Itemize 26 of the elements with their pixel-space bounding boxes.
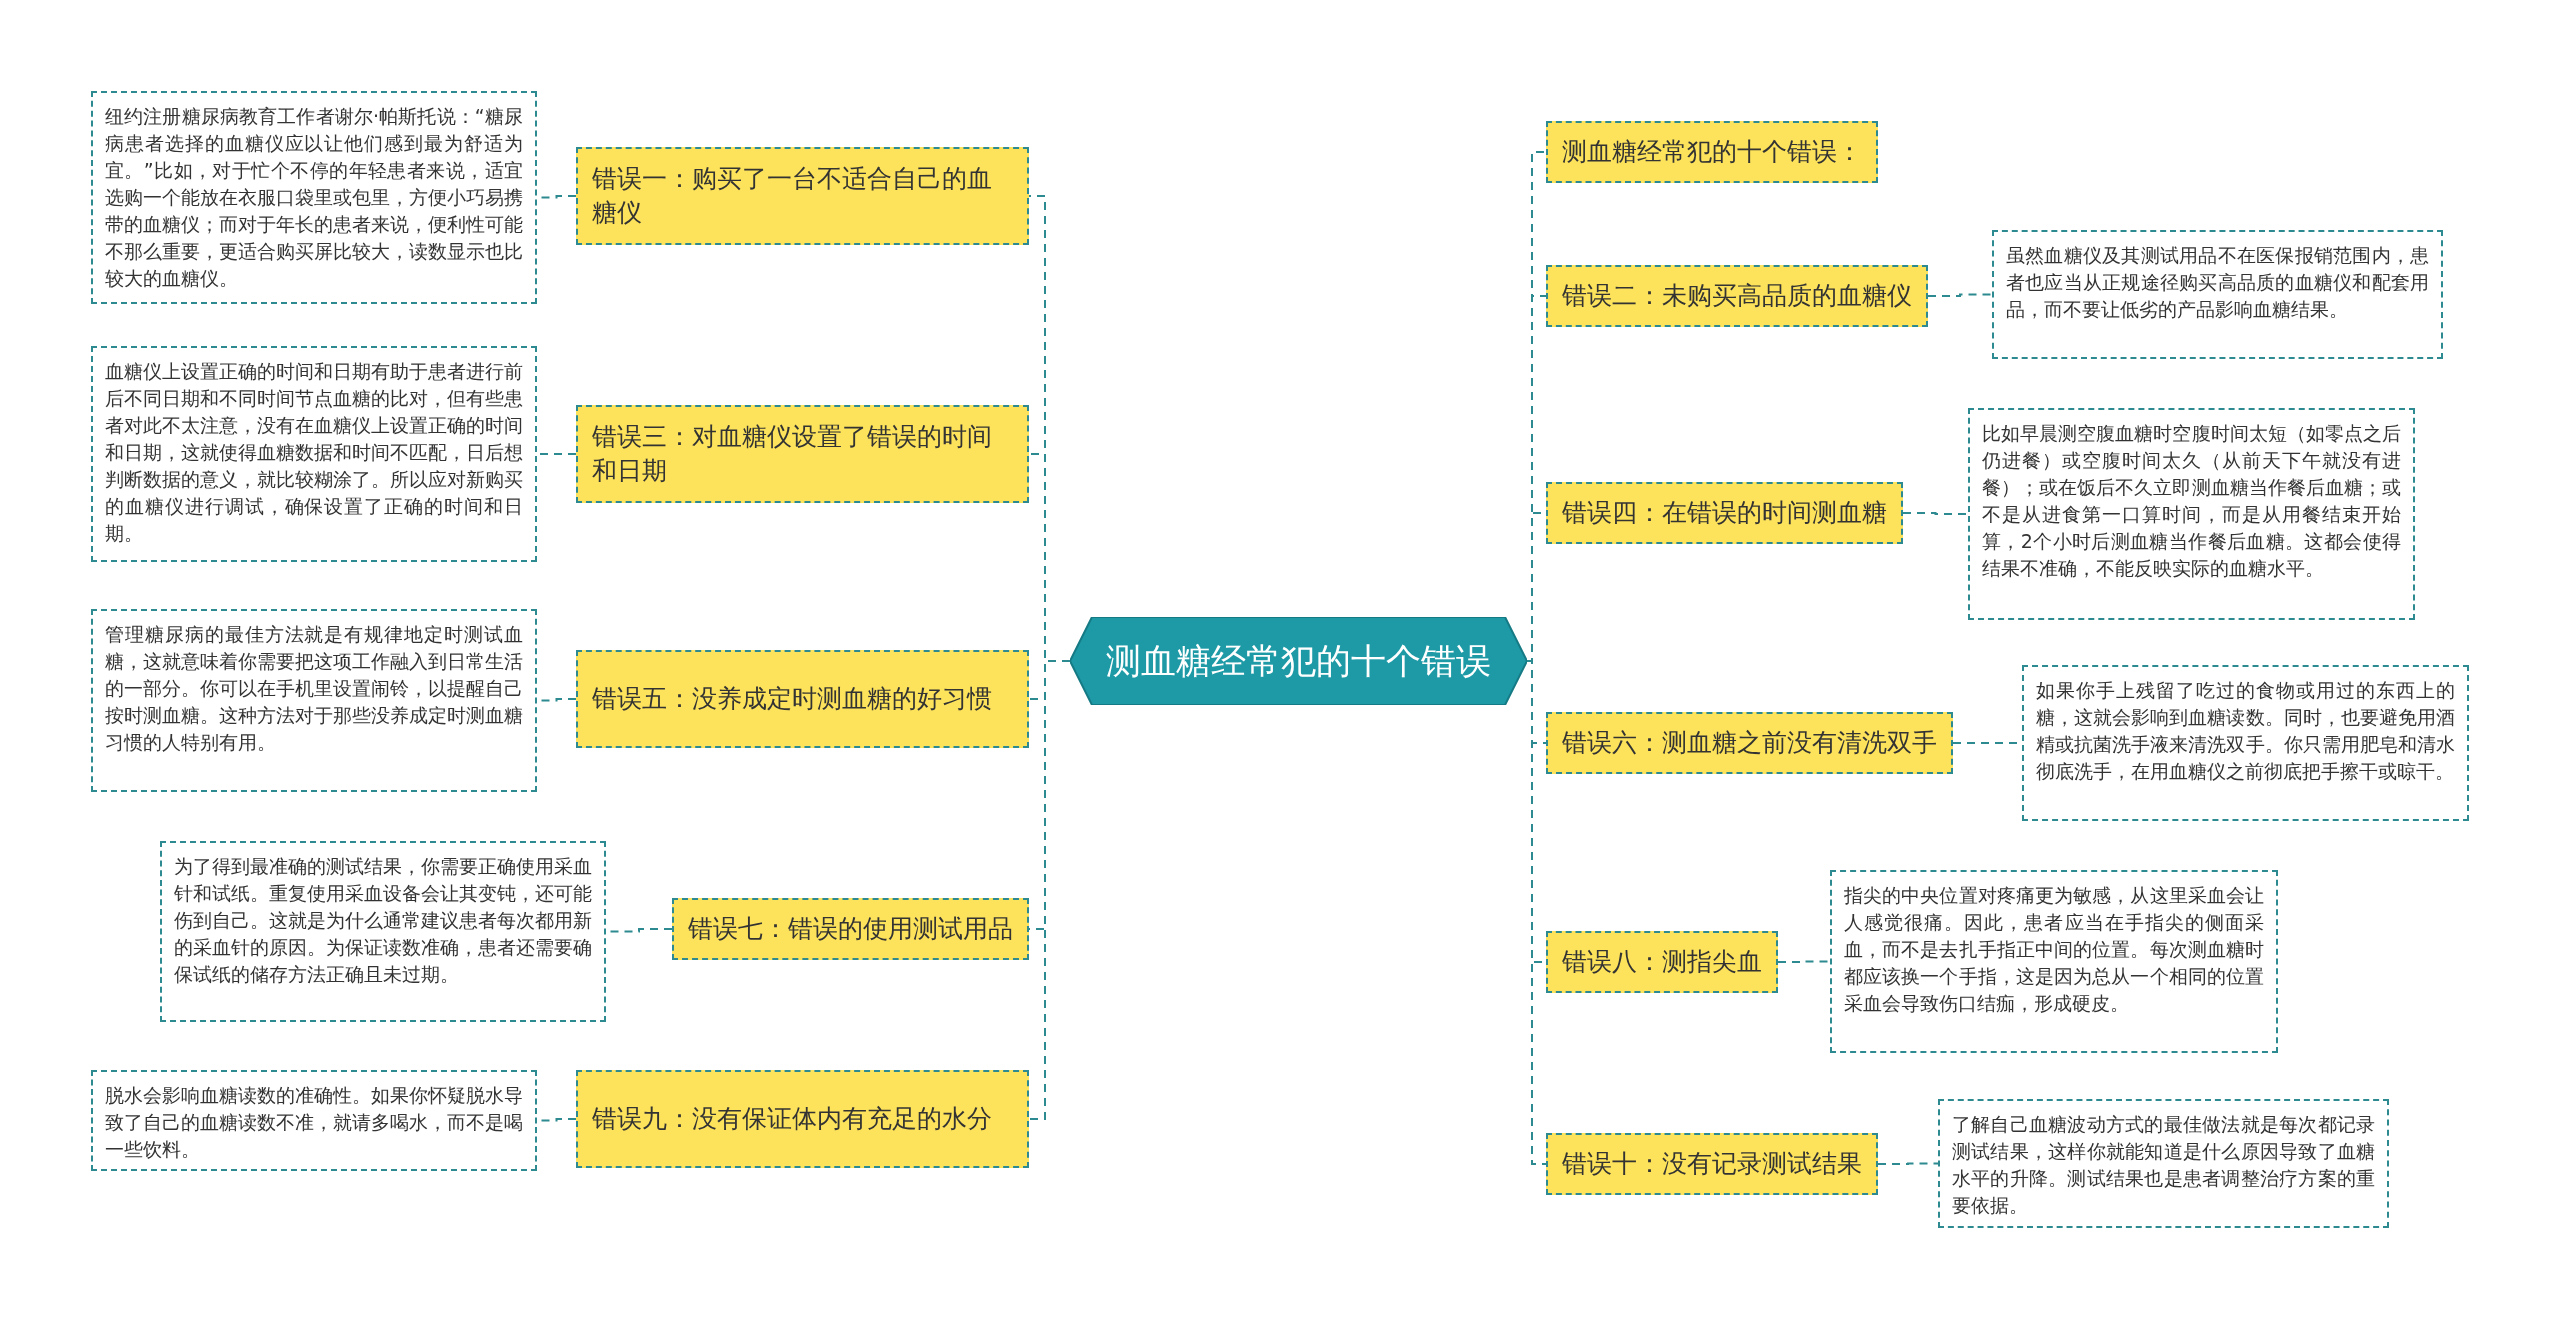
note-box: 纽约注册糖尿病教育工作者谢尔·帕斯托说：“糖尿病患者选择的血糖仪应以让他们感到最为舒适为宜。”比如，对于忙个不停的年轻患者来说，适宜选购一个能放在衣服口袋里或包里，方便小巧易携带的血糖仪；而对于年长的患者来说，便利性可能不那么重要，更适合购买屏比较大，读数显示也比较大的血糖仪。 [91,91,537,304]
connector [1902,512,1969,515]
topic-box: 错误六：测血糖之前没有清洗双手 [1546,712,1953,774]
note-box: 管理糖尿病的最佳方法就是有规律地定时测试血糖，这就意味着你需要把这项工作融入到日常生活的一部分。你可以在手机里设置闹铃，以提醒自己按时测血糖。这种方法对于那些没养成定时测血糖习惯的人特别有用。 [91,609,537,792]
topic-box: 错误九：没有保证体内有充足的水分 [576,1070,1029,1168]
topic-box: 错误三：对血糖仪设置了错误的时间和日期 [576,405,1029,503]
topic-box: 错误四：在错误的时间测血糖 [1546,482,1903,544]
note-box: 了解自己血糖波动方式的最佳做法就是每次都记录测试结果，这样你就能知道是什么原因导致了血糖水平的升降。测试结果也是患者调整治疗方案的重要依据。 [1938,1099,2389,1228]
note-box: 比如早晨测空腹血糖时空腹时间太短（如零点之后仍进餐）或空腹时间太久（从前天下午就没有进餐）；或在饭后不久立即测血糖当作餐后血糖；或不是从进食第一口算时间，而是从用餐结束开始算，2个小时后测血糖当作餐后血糖。这都会使得结果不准确，不能反映实际的血糖水平。 [1968,408,2415,620]
connector [1877,1162,1939,1165]
topic-box: 错误二：未购买高品质的血糖仪 [1546,265,1928,327]
note-box: 如果你手上残留了吃过的食物或用过的东西上的糖，这就会影响到血糖读数。同时，也要避免用酒精或抗菌洗手液来清洗双手。你只需用肥皂和清水彻底洗手，在用血糖仪之前彻底把手擦干或晾干。 [2022,665,2469,821]
note-box: 虽然血糖仪及其测试用品不在医保报销范围内，患者也应当从正规途径购买高品质的血糖仪和配套用品，而不要让低劣的产品影响血糖结果。 [1992,230,2443,359]
topic-box: 测血糖经常犯的十个错误： [1546,121,1878,183]
topic-box: 错误五：没养成定时测血糖的好习惯 [576,650,1029,748]
note-box: 血糖仪上设置正确的时间和日期有助于患者进行前后不同日期和不同时间节点血糖的比对，但有些患者对此不太注意，没有在血糖仪上设置正确的时间和日期，这就使得血糖数据和时间不匹配，日后想判断数据的意义，就比较糊涂了。所以应对新购买的血糖仪进行调试，确保设置了正确的时间和日期。 [91,346,537,562]
connector [1777,960,1831,963]
connector [1927,293,1993,297]
central-topic: 测血糖经常犯的十个错误 [1070,617,1527,705]
topic-box: 错误一：购买了一台不适合自己的血糖仪 [576,147,1029,245]
note-box: 指尖的中央位置对疼痛更为敏感，从这里采血会让人感觉很痛。因此，患者应当在手指尖的侧面采血，而不是去扎手指正中间的位置。每次测血糖时都应该换一个手指，这是因为总从一个相同的位置采血会导致伤口结痂，形成硬皮。 [1830,870,2278,1053]
topic-box: 错误七：错误的使用测试用品 [672,898,1029,960]
topic-box: 错误十：没有记录测试结果 [1546,1133,1878,1195]
note-box: 为了得到最准确的测试结果，你需要正确使用采血针和试纸。重复使用采血设备会让其变钝，还可能伤到自己。这就是为什么通常建议患者每次都用新的采血针的原因。为保证读数准确，患者还需要确保试纸的储存方法正确且未过期。 [160,841,606,1022]
topic-box: 错误八：测指尖血 [1546,931,1778,993]
note-box: 脱水会影响血糖读数的准确性。如果你怀疑脱水导致了自己的血糖读数不准，就请多喝水，而不是喝一些饮料。 [91,1070,537,1171]
